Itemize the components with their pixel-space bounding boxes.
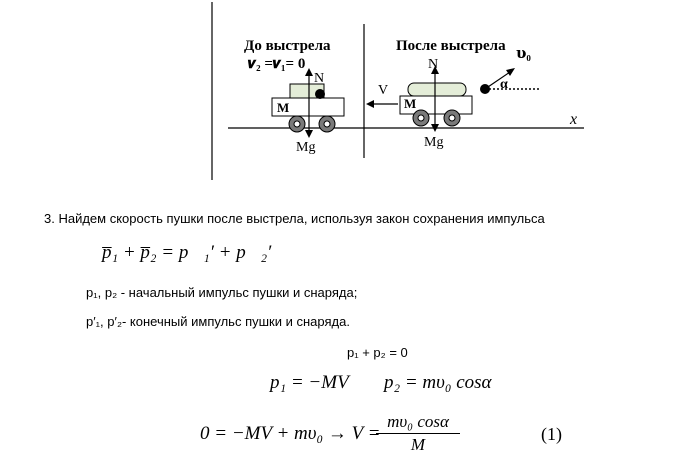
speed-label: 𝛖₀	[516, 46, 531, 62]
p1-expression: p₁ = −MV	[270, 372, 349, 393]
mass-before: M	[277, 100, 289, 115]
step-3-text: 3. Найдем скорость пушки после выстрела,…	[44, 211, 545, 226]
fraction-bar	[376, 433, 460, 434]
fraction-numerator: mυ₀ cosα	[387, 412, 449, 431]
fraction-denominator: M	[410, 435, 426, 454]
velocity-label: V	[378, 83, 388, 98]
force-n-before: N	[314, 71, 324, 86]
equation-number: (1)	[541, 424, 562, 444]
axis-x-label: x	[569, 111, 577, 128]
projectile-after	[480, 68, 540, 94]
cart-before	[271, 68, 345, 138]
momentum-vector-equation: p̅₁ + p̅₂ = p⃗₁′ + p⃗₂′	[102, 242, 272, 263]
gravity-after: Mg	[424, 135, 443, 150]
force-n-after: N	[428, 57, 438, 72]
equation-1-fraction: mυ₀ cosα M	[376, 412, 460, 455]
before-title: До выстрела	[244, 38, 331, 54]
physics-diagram: До выстрела 𝒗₂ =𝒗₁= 0 После выстрела 𝛖₀ …	[211, 2, 584, 180]
gravity-before: Mg	[296, 140, 315, 155]
definition-final: p′₁, p′₂- конечный импульс пушки и снаря…	[86, 314, 350, 329]
definition-initial: p₁, p₂ - начальный импульс пушки и снаря…	[86, 285, 358, 300]
angle-label: α	[500, 77, 508, 92]
after-title: После выстрела	[396, 38, 506, 54]
cart-after	[366, 66, 473, 132]
equation-1-left: 0 = −MV + mυ₀ → V =	[200, 423, 381, 444]
before-condition: 𝒗₂ =𝒗₁= 0	[247, 56, 305, 72]
mass-after: M	[404, 96, 416, 111]
momentum-sum-zero: p₁ + p₂ = 0	[347, 345, 408, 360]
shell-before	[315, 89, 325, 99]
p2-expression: p₂ = mυ₀ cosα	[384, 372, 492, 393]
